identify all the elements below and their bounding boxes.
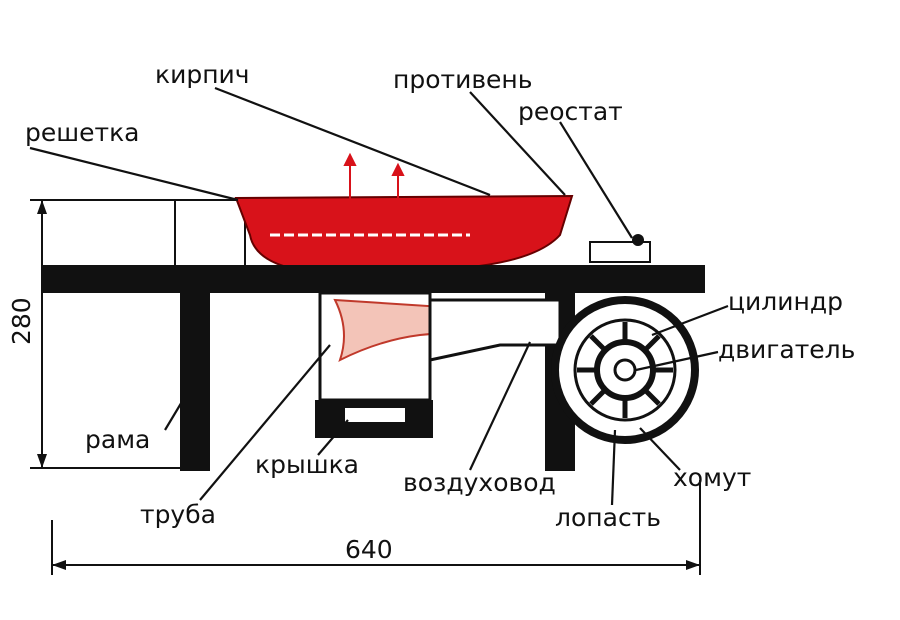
label-pipe: труба bbox=[140, 500, 216, 529]
heat-arrows bbox=[343, 152, 405, 200]
height-dimension bbox=[30, 199, 180, 469]
table-top bbox=[42, 265, 705, 293]
label-cylinder: цилиндр bbox=[728, 287, 843, 316]
air-duct bbox=[428, 298, 562, 362]
label-clamp: хомут bbox=[673, 463, 751, 492]
dimension-width-label: 640 bbox=[345, 535, 393, 564]
label-lid: крышка bbox=[255, 450, 359, 479]
label-motor: двигатель bbox=[718, 335, 855, 364]
brick bbox=[174, 199, 246, 267]
leader-lines bbox=[29, 86, 729, 506]
label-tray: противень bbox=[393, 65, 533, 94]
frame-leg-left bbox=[180, 293, 210, 471]
label-brick: кирпич bbox=[155, 60, 250, 89]
fan-motor bbox=[551, 296, 699, 444]
tray bbox=[234, 194, 574, 271]
width-dimension bbox=[51, 480, 701, 575]
label-rheostat: реостат bbox=[518, 97, 623, 126]
dimension-height-label: 280 bbox=[7, 297, 36, 345]
label-air-duct: воздуховод bbox=[403, 468, 556, 497]
label-grate: решетка bbox=[25, 118, 140, 147]
label-frame: рама bbox=[85, 425, 150, 454]
rheostat bbox=[589, 241, 651, 263]
label-blade: лопасть bbox=[555, 503, 661, 532]
